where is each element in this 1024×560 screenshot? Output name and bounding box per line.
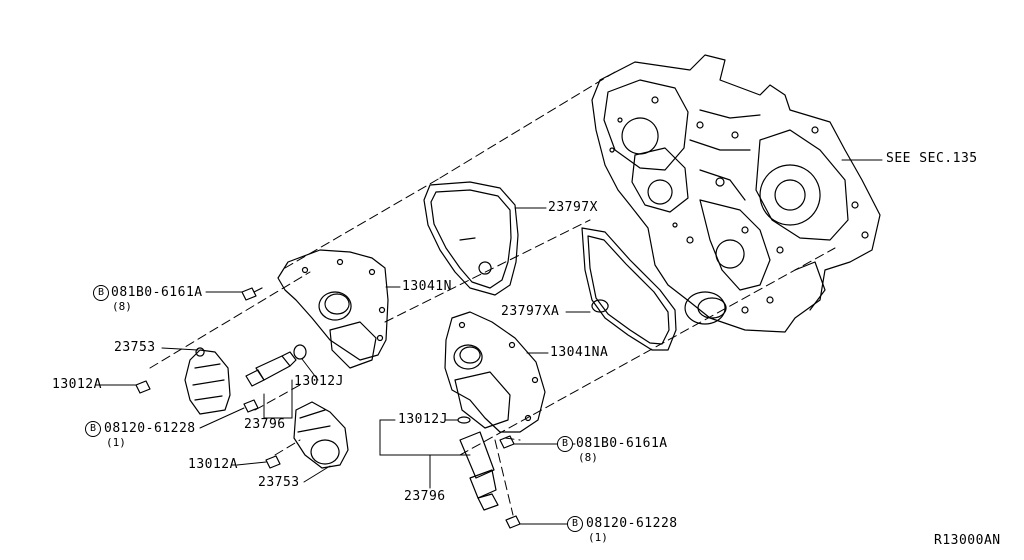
label-bolt-08120-left-qty: (1) [106,436,126,449]
label-13012a-bottom: 13012A [188,457,238,472]
label-13012a-top: 13012A [52,377,102,392]
front-cover-13041n [277,249,389,369]
leader-lines [99,159,883,525]
gasket-23797x [423,181,519,296]
label-bolt-08120-right: 08120-61228 [586,516,678,531]
bolt-13012a-top [135,380,151,394]
front-cover-13041na [444,311,546,433]
valve-23796-left [245,351,297,387]
bolt-08120-right [505,515,521,529]
bolt-08120-left [243,399,259,413]
label-13012j-left: 13012J [294,374,344,389]
label-see-sec-135: SEE SEC.135 [886,151,978,166]
label-13041n: 13041N [402,279,452,294]
label-23753-bottom: 23753 [258,475,300,490]
diagram-reference-code: R13000AN [934,533,1001,548]
valve-23796-right [459,431,499,511]
label-13041na: 13041NA [550,345,609,360]
label-bolt-08120-left: 08120-61228 [104,421,196,436]
sensor-23753-bottom [293,401,349,469]
sensor-23753-top [184,347,231,415]
label-bolt-081b0-left: 081B0-6161A [111,285,203,300]
gasket-23797xa [581,227,677,351]
label-23753-top: 23753 [114,340,156,355]
label-bolt-081b0-right-qty: (8) [578,451,598,464]
o-ring-13012j-left [293,344,307,360]
label-bolt-081b0-right: 081B0-6161A [576,436,668,451]
bolt-081b0-left [241,287,263,301]
bolt-081b0-right [499,435,515,449]
label-bolt-08120-right-qty: (1) [588,531,608,544]
label-13012j-mid: 13012J [398,412,448,427]
label-23796-mid: 23796 [404,489,446,504]
label-23797xa: 23797XA [501,304,560,319]
bolt-marker-b: B [567,516,583,532]
label-bolt-081b0-left-qty: (8) [112,300,132,313]
alignment-lines [149,71,836,516]
bolt-marker-b: B [85,421,101,437]
engine-front-block [591,54,881,333]
label-23796-left: 23796 [244,417,286,432]
bolt-13012a-bottom [265,455,281,469]
bolt-marker-b: B [557,436,573,452]
o-ring-13012j-right [457,416,471,424]
bolt-marker-b: B [93,285,109,301]
label-23797x: 23797X [548,200,598,215]
